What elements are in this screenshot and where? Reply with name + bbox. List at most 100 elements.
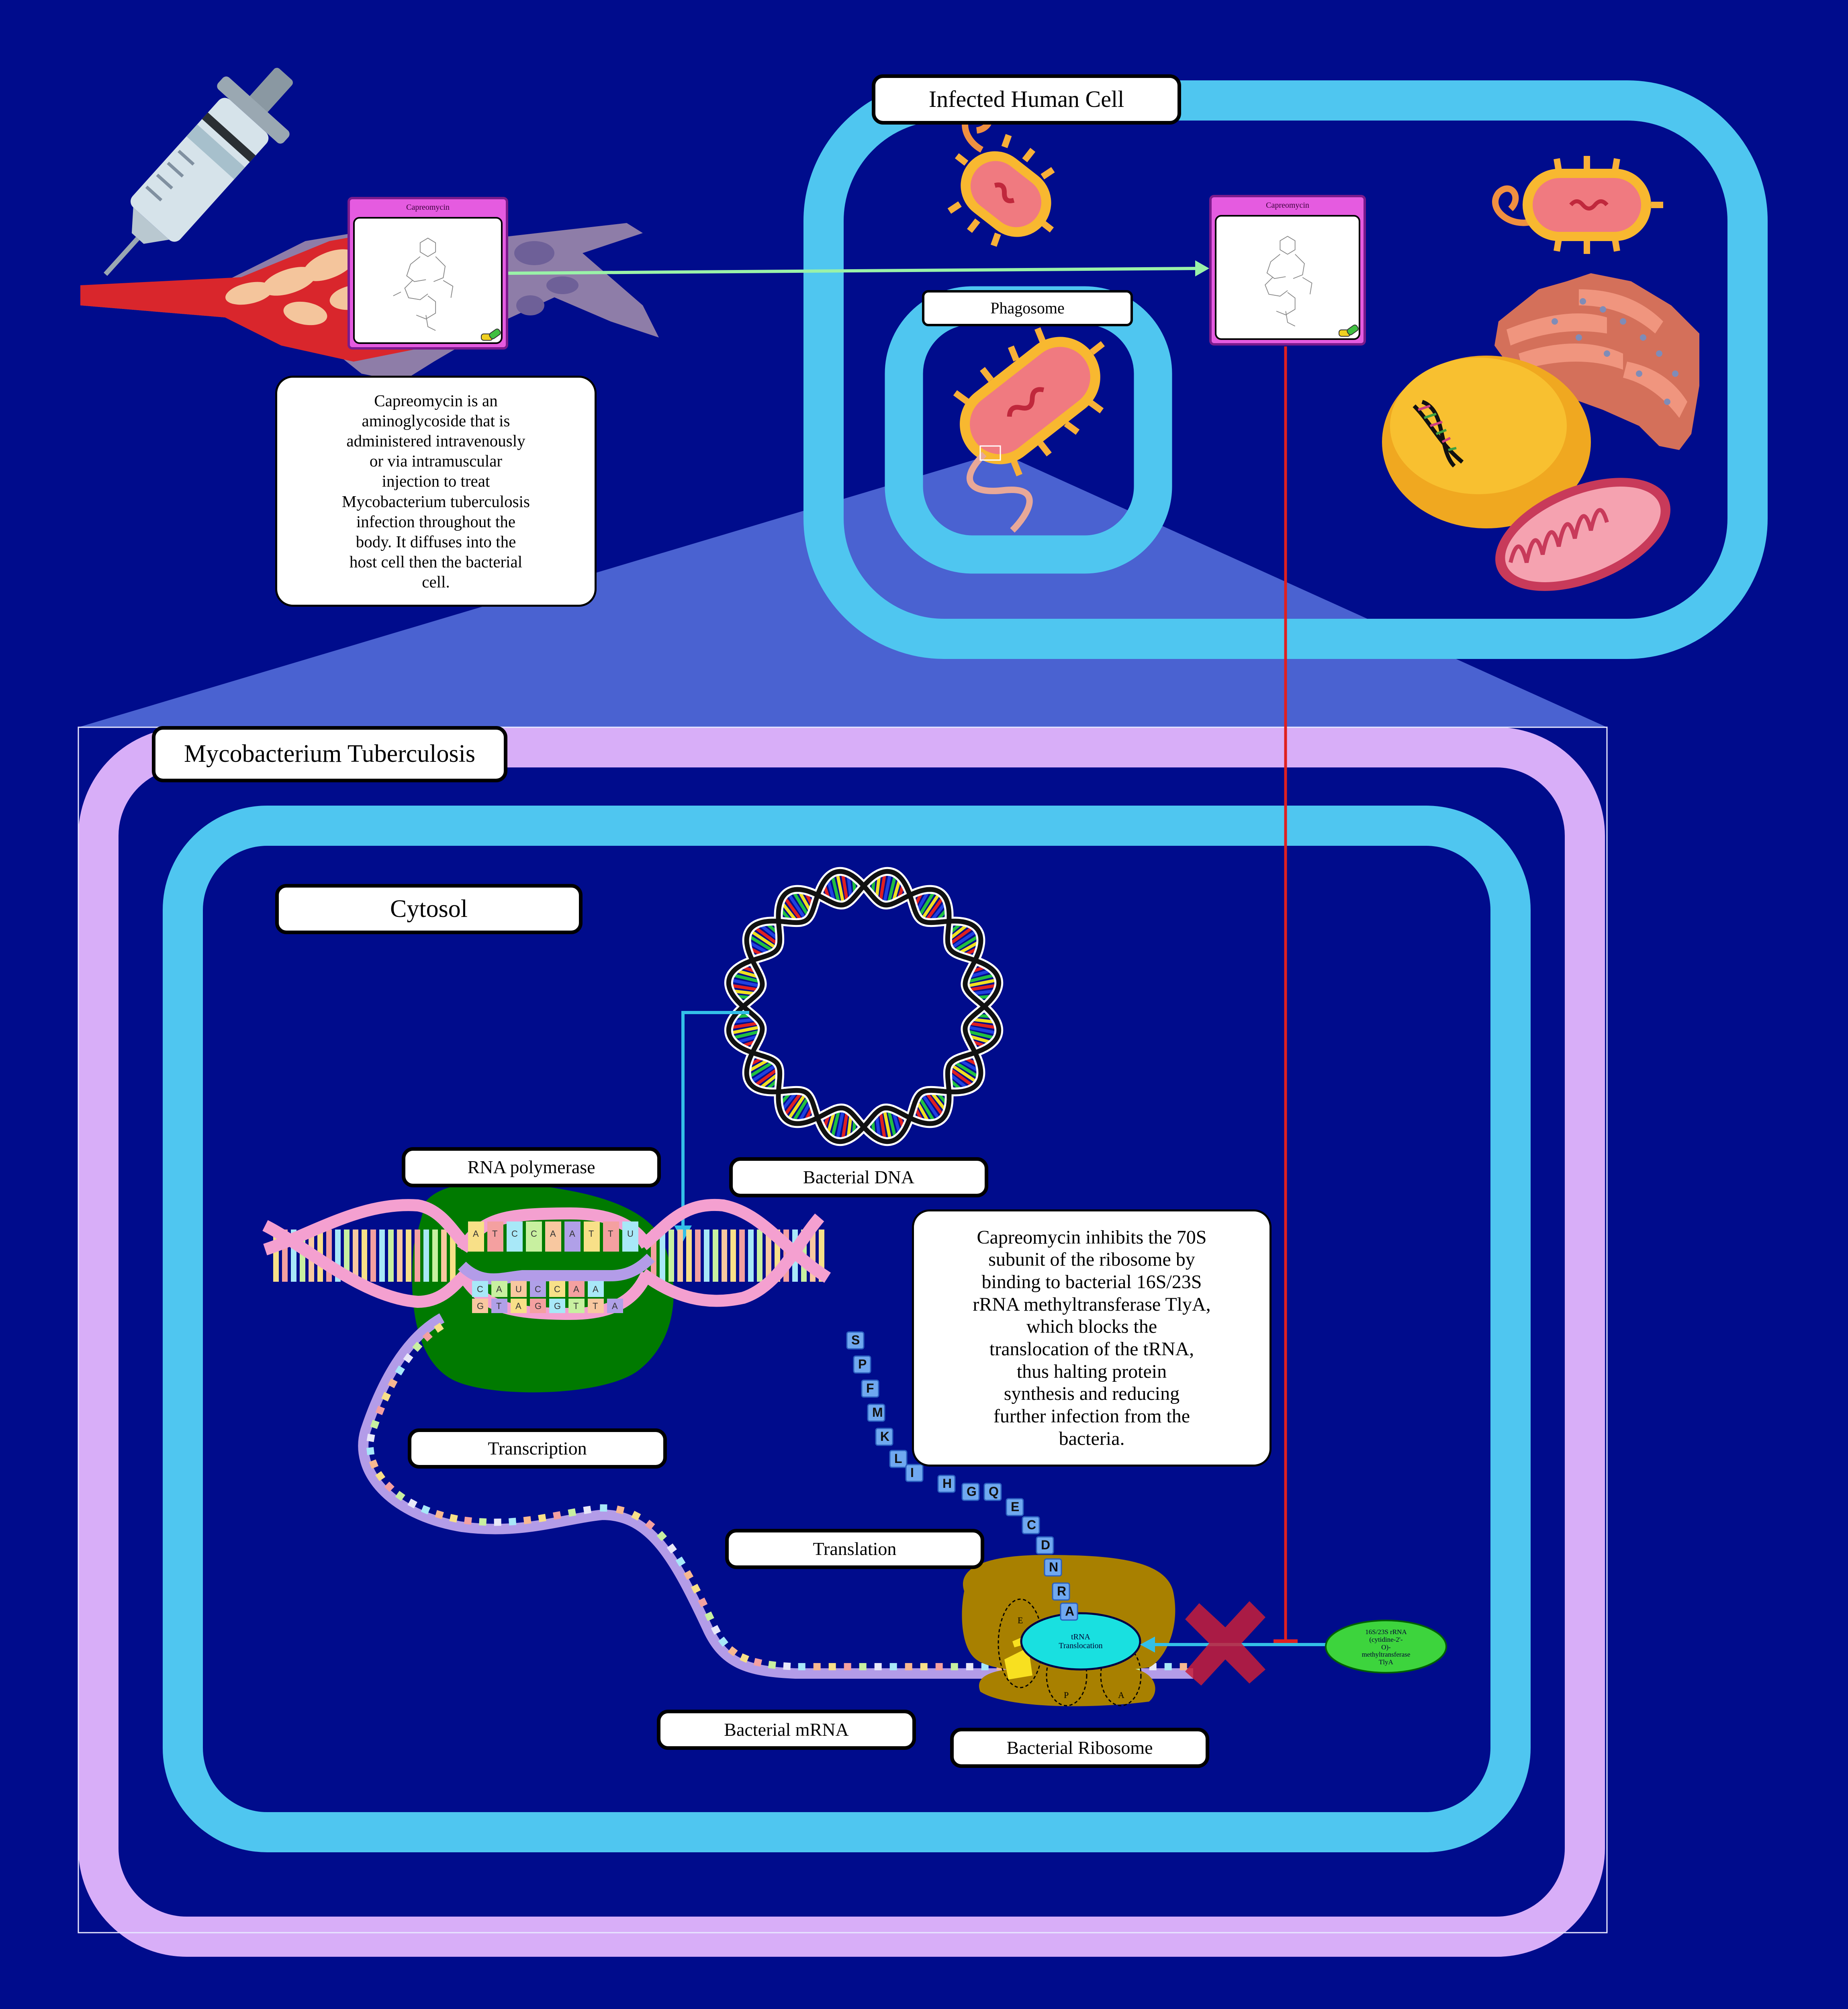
template-base-letter: T (492, 1229, 497, 1239)
mrna-nucleotide (375, 1405, 385, 1415)
cytosol-label: Cytosol (275, 884, 583, 934)
mrna-nucleotide (844, 1663, 851, 1670)
amino-acid-letter: P (858, 1357, 867, 1371)
plasmid-base-pair (840, 1109, 849, 1142)
mrna-nucleotide (422, 1331, 433, 1342)
coding-base (568, 1299, 585, 1313)
template-base-letter: U (627, 1229, 634, 1239)
coding-base-letter: A (612, 1301, 618, 1311)
mrna-nucleotide (433, 1323, 444, 1333)
amino-acid-letter: G (967, 1484, 977, 1499)
plasmid-base-pair (947, 925, 975, 947)
rna-base (491, 1281, 507, 1297)
zoom-frame (78, 726, 1608, 1933)
capreomycin-cell-structure (1215, 215, 1360, 340)
helix-base-pair (722, 1230, 727, 1282)
template-base-letter: A (550, 1229, 556, 1239)
zoom-source-box (979, 445, 1001, 461)
rna-base-letter: A (593, 1284, 599, 1294)
helix-base-pair (379, 1230, 385, 1282)
template-base-letter: C (511, 1229, 518, 1239)
mrna-nucleotide (740, 1653, 749, 1663)
mrna-nucleotide (412, 1342, 423, 1352)
bacterium-icon-phagosome (953, 327, 1105, 477)
mrna-nucleotide (366, 1447, 375, 1455)
mrna-nucleotide (370, 1420, 380, 1429)
amino-acid (875, 1428, 893, 1446)
site-p-label: P (1064, 1690, 1069, 1700)
template-base (564, 1221, 581, 1252)
plasmid-base-pair (791, 889, 811, 919)
amino-acid-letter: A (1065, 1604, 1074, 1618)
helix-base-pair (713, 1230, 718, 1282)
coding-base (491, 1299, 507, 1313)
plasmid-base-pair (967, 983, 999, 992)
mrna-nucleotide (905, 1663, 912, 1670)
site-e-label: E (1018, 1615, 1023, 1625)
helix-base-pair (415, 1230, 420, 1282)
helix-base-pair (686, 1230, 692, 1282)
helix-base-pair (388, 1230, 394, 1282)
template-base (603, 1221, 619, 1252)
mrna-nucleotide (889, 1663, 897, 1670)
plasmid-base-pair (878, 1109, 887, 1142)
pill-icon (481, 327, 502, 341)
plasmid-strand-1 (726, 869, 1002, 1144)
plasmid-base-pair (730, 1029, 763, 1040)
trna-translocation-label: tRNA Translocation (1059, 1633, 1103, 1650)
plasmid-base-pair (746, 933, 776, 953)
trna-translocation-oval (1020, 1612, 1141, 1671)
amino-acid-letter: I (910, 1465, 914, 1480)
plasmid-base-pair (782, 1090, 804, 1118)
amino-acid (1022, 1516, 1040, 1534)
amino-acid (861, 1379, 879, 1398)
amino-acid-letter: E (1011, 1500, 1019, 1514)
plasmid-base-pair (882, 871, 892, 905)
plasmid-base-pair (835, 871, 845, 905)
amino-acid (937, 1475, 956, 1493)
plasmid-base-pair (830, 1107, 841, 1140)
capreomycin-card-cell[interactable]: Capreomycin (1209, 195, 1366, 346)
amino-acid (846, 1331, 865, 1350)
coding-base (511, 1299, 527, 1313)
helix-base-pair (370, 1230, 376, 1282)
diffusion-arrowhead (1195, 260, 1209, 276)
rna-base (568, 1281, 585, 1297)
helix-base-pair (739, 1230, 745, 1282)
bacterial-mrna-label: Bacterial mRNA (657, 1710, 916, 1750)
helix-base-pair (441, 1230, 447, 1282)
plasmid-base-pair (835, 1108, 845, 1142)
plasmid-base-pair (878, 871, 887, 904)
template-base-letter: T (608, 1229, 613, 1239)
coding-base-letter: T (496, 1301, 501, 1311)
mrna-nucleotide (435, 1510, 444, 1519)
plasmid-base-pair (791, 1095, 811, 1124)
transcription-label: Transcription (408, 1428, 667, 1469)
plasmid-strand-outline-1 (724, 867, 1004, 1146)
coding-base (549, 1299, 565, 1313)
mrna-nucleotide (479, 1518, 487, 1526)
coding-base-letter: T (573, 1301, 579, 1311)
amino-acid (905, 1464, 924, 1482)
plasmid-base-pair (952, 933, 981, 953)
amino-acid-letter: L (894, 1451, 902, 1466)
plasmid-base-pair (949, 929, 979, 950)
capreomycin-card-injection[interactable]: Capreomycin (348, 197, 508, 350)
mtb-inner-membrane (163, 806, 1531, 1852)
mrna-nucleotide (753, 1658, 763, 1667)
mrna-nucleotide (1180, 1663, 1187, 1670)
tlya-enzyme-oval (1325, 1620, 1447, 1673)
amino-acid (1060, 1602, 1078, 1621)
template-base-letter: T (589, 1229, 594, 1239)
plasmid-base-pair (920, 1092, 942, 1122)
mrna-nucleotide (768, 1661, 777, 1669)
plasmid-base-pair (748, 929, 779, 950)
mtb-outer-wall (78, 727, 1605, 1957)
mrna-nucleotide (859, 1663, 867, 1670)
mrna-nucleotide (375, 1471, 386, 1481)
helix-base-pair (730, 1230, 736, 1282)
amino-acid-letter: R (1057, 1584, 1066, 1598)
rna-base (549, 1281, 565, 1297)
mrna-nucleotide (494, 1518, 501, 1526)
mrna-nucleotide (369, 1459, 379, 1469)
